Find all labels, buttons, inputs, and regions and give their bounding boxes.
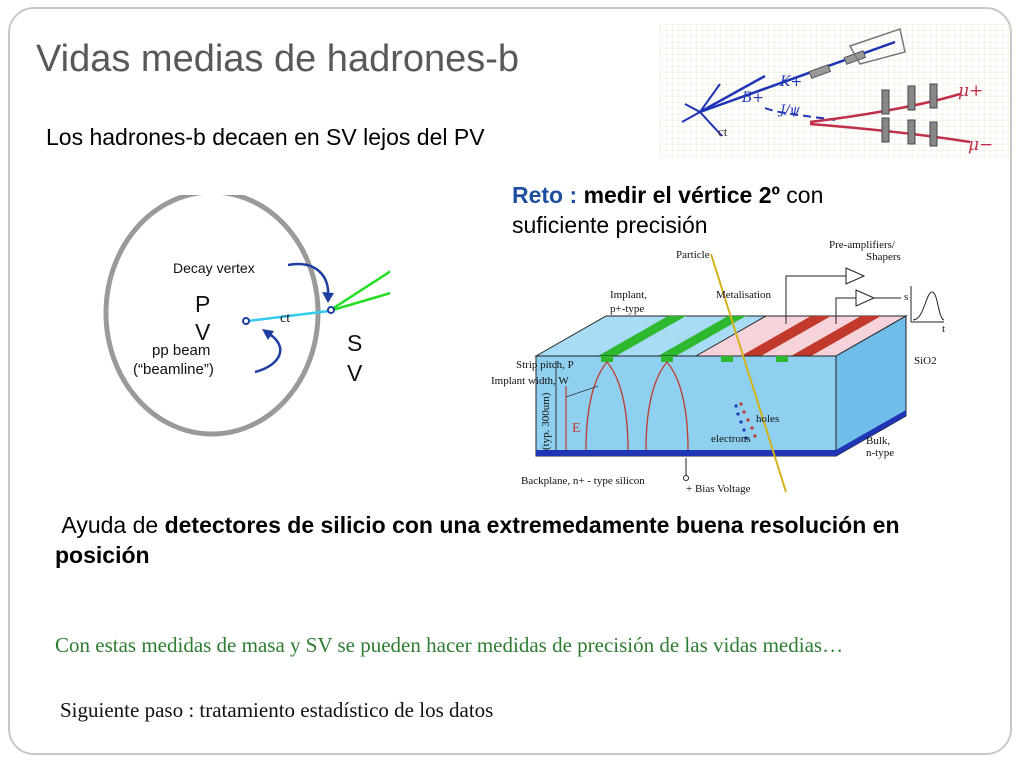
primary-vertex-marker <box>242 317 250 325</box>
implant-strip-1 <box>598 316 686 356</box>
implant-strip-2 <box>658 316 746 356</box>
decay-vertex-label: Decay vertex <box>173 260 255 276</box>
spray-line-2 <box>699 111 723 137</box>
sv-label-line2: V <box>347 360 363 386</box>
holes-dots <box>739 402 757 438</box>
preamp-label-line2: Shapers <box>866 251 901 263</box>
detector-plane-3 <box>881 89 890 115</box>
signal-pulse <box>912 291 945 321</box>
beam-label-line1: pp beam <box>152 342 210 359</box>
sio2-label: SiO2 <box>914 355 937 367</box>
ayuda-bold: detectores de silicio con una extremedam… <box>55 512 900 568</box>
slide-frame <box>8 7 1012 755</box>
beam-arrowhead <box>262 329 274 340</box>
track-sketch: B+ K+ J/ψ μ+ μ− ct <box>660 24 1010 158</box>
electrons-label: electrons <box>711 433 751 445</box>
reto-bold: medir el vértice 2º <box>583 182 780 208</box>
backplane-label: Backplane, n+ - type silicon <box>521 475 645 487</box>
implant-cross-3 <box>721 356 733 362</box>
thickness-label: (typ. 300um) <box>540 392 552 450</box>
ayuda-text: Ayuda de detectores de silicio con una e… <box>55 510 935 570</box>
preamp-2 <box>855 289 876 307</box>
mu-minus-track <box>809 122 971 144</box>
signal-s-label: s <box>904 291 908 303</box>
beam-label-line2: (“beamline”) <box>133 361 214 378</box>
b-meson-label: B+ <box>741 90 764 106</box>
detector-plane-8 <box>929 121 938 147</box>
preamp-1 <box>845 267 866 285</box>
detector-plane-7 <box>907 119 916 145</box>
vertex-diagram: Decay vertex ct P V pp beam (“beamline”)… <box>103 195 390 437</box>
bias-terminal <box>683 475 689 481</box>
detector-front-face <box>535 355 837 457</box>
beam-pointer <box>254 330 282 374</box>
secondary-vertex-marker <box>327 306 335 314</box>
field-line-2 <box>606 361 629 451</box>
green-track-2 <box>328 291 390 313</box>
graph-paper <box>660 24 1010 158</box>
preamp-label-line1: Pre-amplifiers/ <box>829 239 896 251</box>
detector-plane-5 <box>929 83 938 109</box>
mu-minus-label: μ− <box>968 135 993 155</box>
ct-sketch-label: ct <box>718 124 728 139</box>
spray-line-4 <box>681 111 701 123</box>
implant-width-label: Implant width, W <box>491 375 569 387</box>
spray-line-3 <box>684 103 701 113</box>
strip-pitch-label: Strip pitch, P <box>516 359 574 371</box>
readout-wire-1 <box>785 275 846 324</box>
field-line-4 <box>666 361 689 451</box>
spray-line-1 <box>699 83 721 113</box>
detector-plane-6 <box>881 117 890 143</box>
detector-plane-1 <box>808 64 832 79</box>
slide-subtitle: Los hadrones-b decaen en SV lejos del PV <box>46 124 485 150</box>
ct-line <box>247 309 330 323</box>
pv-label-line2: V <box>195 319 211 345</box>
bias-voltage-label: + Bias Voltage <box>686 483 751 495</box>
slide-title: Vidas medias de hadrones-b <box>36 38 520 80</box>
field-line-3 <box>645 361 668 451</box>
particle-track <box>710 253 787 493</box>
backplane-side <box>836 410 906 456</box>
jpsi-track <box>764 107 836 121</box>
green-paragraph: Con estas medidas de masa y SV se pueden… <box>55 633 844 657</box>
pitch-leader <box>565 385 599 398</box>
decay-vertex-arrowhead <box>322 292 334 303</box>
bulk-label-line1: Bulk, <box>866 435 890 447</box>
b-track <box>699 74 766 114</box>
field-line-1 <box>585 361 608 451</box>
implant-cross-2 <box>661 356 673 362</box>
ct-label: ct <box>280 311 290 326</box>
mu-plus-label: μ+ <box>958 81 983 101</box>
implant-cross-4 <box>776 356 788 362</box>
readout-wire-2 <box>835 297 856 324</box>
implant-cross-1 <box>601 356 613 362</box>
metal-strip-1 <box>741 316 831 356</box>
pv-label-line1: P <box>195 291 210 317</box>
backplane <box>536 450 836 456</box>
signal-t-label: t <box>942 323 945 335</box>
bulk-label-line2: n-type <box>866 447 894 459</box>
detector-plane-4 <box>907 85 916 111</box>
implant-label-line2: p+-type <box>610 303 644 315</box>
reto-rest: con suficiente precisión <box>512 182 824 238</box>
kaon-label: K+ <box>779 74 802 90</box>
metalisation-label: Metalisation <box>716 289 771 301</box>
silicon-detector-diagram: Particle Pre-amplifiers/ Shapers Implant… <box>491 239 945 495</box>
jpsi-label: J/ψ <box>777 103 801 118</box>
metal-strip-2 <box>791 316 881 356</box>
sv-label-line1: S <box>347 330 362 356</box>
holes-label: holes <box>756 413 779 425</box>
detector-plane-2 <box>843 50 867 65</box>
calorimeter-box <box>848 28 906 65</box>
reto-text: Reto : medir el vértice 2º con suficient… <box>512 180 912 240</box>
decay-vertex-pointer <box>287 262 330 299</box>
ayuda-prefix: Ayuda de <box>61 512 159 538</box>
reto-label: Reto : <box>512 182 578 208</box>
e-field-label: E <box>572 421 581 436</box>
electrons-dots <box>734 404 748 440</box>
next-step-text: Siguiente paso : tratamiento estadístico… <box>60 698 494 722</box>
particle-label: Particle <box>676 249 710 261</box>
implant-label-line1: Implant, <box>610 289 647 301</box>
green-track-1 <box>328 270 390 313</box>
